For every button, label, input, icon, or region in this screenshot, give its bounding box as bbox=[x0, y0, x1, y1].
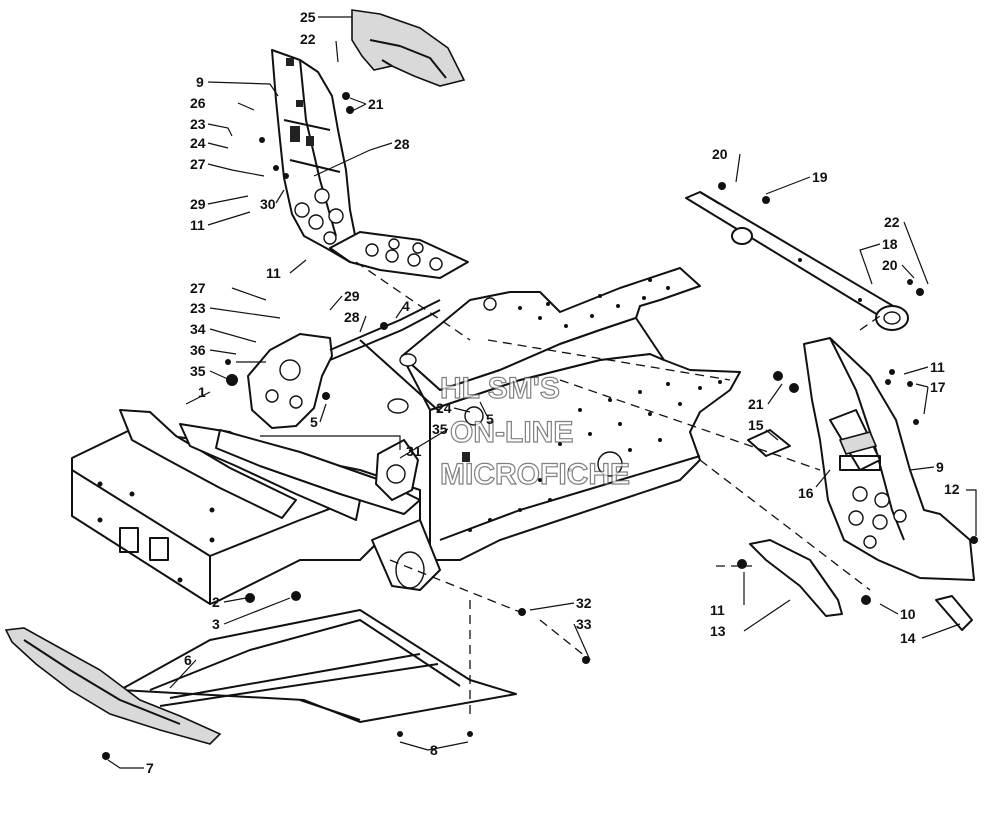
callout-5: 5 bbox=[486, 411, 494, 427]
callout-5: 5 bbox=[310, 414, 318, 430]
chassis-tunnel bbox=[71, 267, 741, 605]
callout-13: 13 bbox=[710, 623, 726, 639]
watermark-line1: HL SM'S bbox=[440, 372, 560, 405]
callout-27: 27 bbox=[190, 156, 206, 172]
callout-7: 7 bbox=[146, 760, 154, 776]
watermark-line2: ON-LINE bbox=[450, 416, 573, 449]
callout-10: 10 bbox=[900, 606, 916, 622]
callout-11: 11 bbox=[930, 359, 945, 375]
leader-lines bbox=[107, 16, 977, 769]
callout-29: 29 bbox=[190, 196, 206, 212]
part-25-bracket bbox=[351, 9, 466, 87]
callout-31: 31 bbox=[406, 443, 422, 459]
watermark-line3: MICROFICHE bbox=[440, 458, 630, 491]
callout-12: 12 bbox=[944, 481, 960, 497]
callout-35: 35 bbox=[432, 421, 448, 437]
part-9-panel bbox=[803, 337, 975, 581]
part-28-plate bbox=[329, 231, 469, 279]
callout-26: 26 bbox=[190, 95, 206, 111]
callout-6: 6 bbox=[184, 652, 192, 668]
callout-18: 18 bbox=[882, 236, 898, 252]
callout-9: 9 bbox=[936, 459, 944, 475]
callout-23: 23 bbox=[190, 116, 206, 132]
callout-22: 22 bbox=[300, 31, 316, 47]
steering-support-assembly bbox=[259, 9, 469, 279]
callout-1: 1 bbox=[198, 384, 206, 400]
callout-33: 33 bbox=[576, 616, 592, 632]
callout-21: 21 bbox=[748, 396, 764, 412]
callout-32: 32 bbox=[576, 595, 592, 611]
callout-9: 9 bbox=[196, 74, 204, 90]
callout-34: 34 bbox=[190, 321, 206, 337]
callout-11: 11 bbox=[710, 602, 725, 618]
callout-25: 25 bbox=[300, 9, 316, 25]
callout-36: 36 bbox=[190, 342, 206, 358]
callout-30: 30 bbox=[260, 196, 276, 212]
part-34-bracket bbox=[247, 333, 333, 429]
callout-22: 22 bbox=[884, 214, 900, 230]
callout-20: 20 bbox=[712, 146, 728, 162]
assembly-lines bbox=[355, 261, 881, 720]
callouts: 25 22 9 26 21 23 24 28 27 29 30 11 11 27… bbox=[146, 9, 960, 776]
callout-24: 24 bbox=[436, 400, 452, 416]
callout-14: 14 bbox=[900, 630, 916, 646]
callout-3: 3 bbox=[212, 616, 220, 632]
part-13-footrest bbox=[749, 539, 843, 617]
part-7-bumper bbox=[4, 627, 222, 745]
callout-4: 4 bbox=[402, 298, 410, 314]
callout-8: 8 bbox=[430, 742, 438, 758]
belly-pan bbox=[4, 609, 517, 760]
callout-20: 20 bbox=[882, 257, 898, 273]
watermark: HL SM'S ON-LINE MICROFICHE bbox=[439, 371, 630, 491]
callout-29: 29 bbox=[344, 288, 360, 304]
callout-27: 27 bbox=[190, 280, 206, 296]
callout-21: 21 bbox=[368, 96, 384, 112]
side-panel-right bbox=[518, 337, 978, 664]
callout-17: 17 bbox=[930, 379, 946, 395]
callout-23: 23 bbox=[190, 300, 206, 316]
callout-28: 28 bbox=[344, 309, 360, 325]
callout-28: 28 bbox=[394, 136, 410, 152]
callout-11: 11 bbox=[266, 265, 281, 281]
callout-19: 19 bbox=[812, 169, 828, 185]
callout-2: 2 bbox=[212, 594, 220, 610]
steering-post bbox=[685, 182, 924, 331]
callout-24: 24 bbox=[190, 135, 206, 151]
callout-16: 16 bbox=[798, 485, 814, 501]
callout-11: 11 bbox=[190, 217, 205, 233]
callout-15: 15 bbox=[748, 417, 764, 433]
callout-35: 35 bbox=[190, 363, 206, 379]
